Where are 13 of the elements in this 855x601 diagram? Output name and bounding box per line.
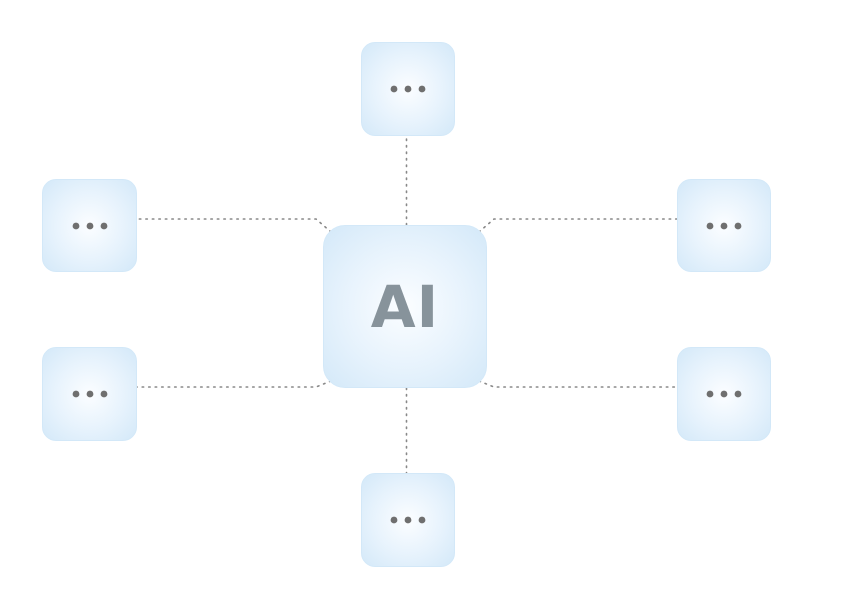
center-label: AI — [370, 272, 440, 340]
item-box — [361, 473, 455, 567]
item-box — [677, 179, 771, 272]
dotted-connector — [406, 387, 408, 474]
item-box — [677, 347, 771, 441]
dotted-connector — [478, 218, 678, 233]
dotted-connector — [136, 380, 332, 388]
item-box — [42, 347, 137, 441]
item-box — [361, 42, 455, 136]
dotted-connector — [136, 218, 332, 233]
center-box — [323, 225, 487, 388]
dotted-connector — [478, 380, 678, 388]
item-box — [42, 179, 137, 272]
